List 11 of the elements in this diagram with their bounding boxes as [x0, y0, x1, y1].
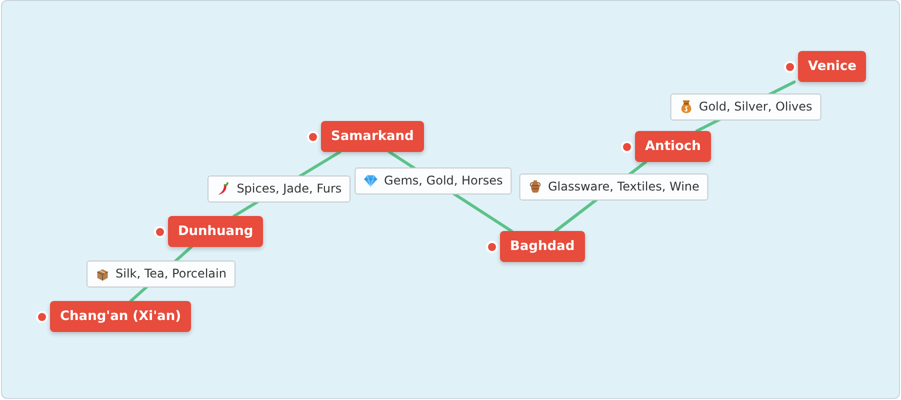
city-label: Baghdad — [500, 231, 585, 262]
city-label: Samarkand — [321, 121, 424, 152]
city-label: Venice — [798, 51, 866, 82]
city-label: Chang'an (Xi'an) — [50, 301, 192, 332]
edge-label: Silk, Tea, Porcelain — [116, 266, 226, 282]
edge-label: Spices, Jade, Furs — [236, 181, 342, 196]
edge-label: Gold, Silver, Olives — [698, 99, 812, 114]
city-label: Antioch — [635, 131, 711, 162]
edge-label: Gems, Gold, Horses — [384, 173, 503, 188]
city-label: Dunhuang — [168, 216, 264, 247]
edge-label: Glassware, Textiles, Wine — [548, 179, 700, 194]
